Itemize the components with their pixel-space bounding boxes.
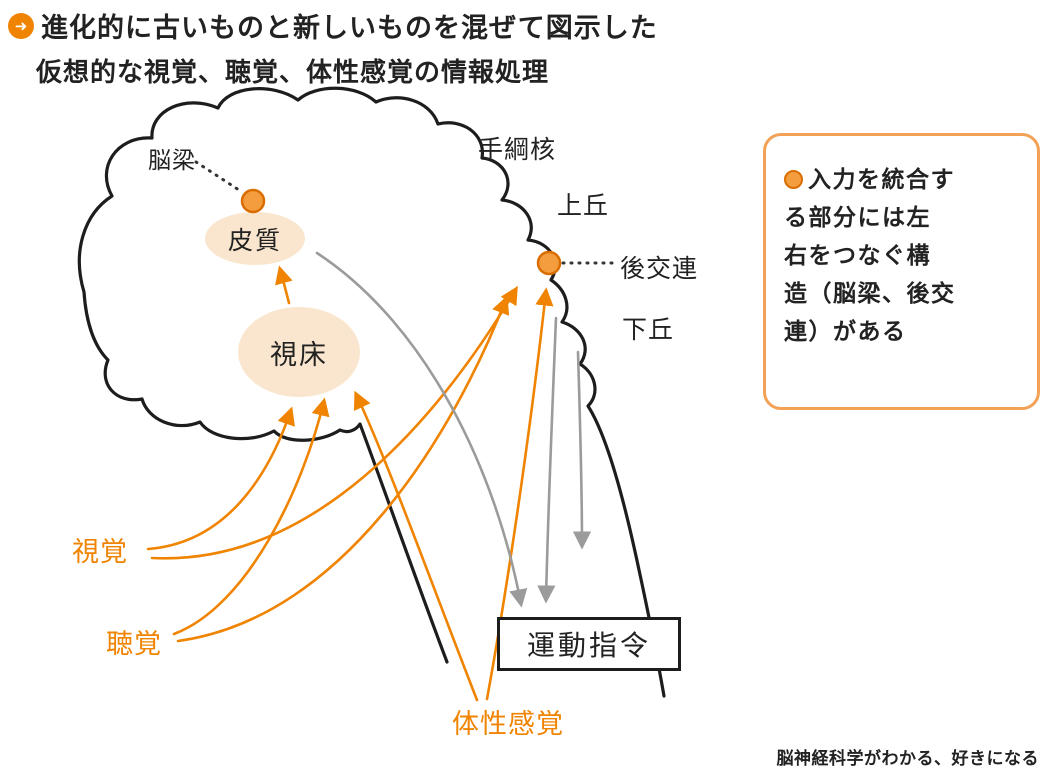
thalamus-to-cortex-arrow — [275, 265, 293, 305]
cortex-to-motor-arrow — [315, 251, 528, 608]
motor-output-arrows — [315, 251, 592, 608]
posterior-commissure-label: 後交連 — [620, 255, 699, 283]
diagram-title: ➜ 進化的に古いものと新しいものを混ぜて図示した — [8, 6, 658, 45]
inferior-colliculus-label: 下丘 — [622, 316, 675, 344]
corpus-callosum-label: 脳梁 — [148, 147, 196, 173]
motor-command-label: 運動指令 — [526, 630, 651, 661]
note-line: る部分には左 — [784, 204, 931, 230]
thalamus-ellipse: 視床 — [238, 307, 360, 397]
title-line1: 進化的に古いものと新しいものを混ぜて図示した — [41, 13, 658, 43]
somatosensation-label: 体性感覚 — [452, 709, 564, 739]
cortex-label: 皮質 — [227, 226, 282, 255]
colliculus-to-motor-arrow — [537, 316, 558, 604]
vision-to-thalamus-arrow — [146, 406, 295, 551]
note-line: 連）がある — [784, 318, 907, 344]
habenula-label: 手綱核 — [478, 136, 557, 164]
note-box: 入力を統合す る部分には左 右をつなぐ構 造（脳梁、後交 連）がある — [763, 133, 1040, 410]
source-credit: 脳神経科学がわかる、好きになる — [776, 749, 1039, 768]
somatosensation-to-thalamus-arrow — [353, 390, 479, 702]
motor-command-box: 運動指令 — [497, 617, 681, 671]
note-line: 右をつなぐ構 — [784, 242, 931, 268]
note-line: 入力を統合す — [784, 160, 1021, 198]
posterior-commissure-dot — [536, 250, 562, 276]
integration-dot-icon — [784, 170, 803, 189]
brain-outline — [77, 86, 666, 698]
cortex-ellipse: 皮質 — [205, 212, 305, 265]
corpus-callosum-dot — [240, 188, 266, 214]
vision-label: 視覚 — [72, 537, 128, 567]
corpus-callosum-leader-line — [194, 160, 244, 194]
title-line2: 仮想的な視覚、聴覚、体性感覚の情報処理 — [36, 57, 550, 87]
thalamus-label: 視床 — [270, 339, 328, 370]
note-line: 造（脳梁、後交 — [784, 280, 956, 306]
audition-label: 聴覚 — [106, 629, 162, 659]
arrow-icon: ➜ — [8, 12, 34, 39]
inferior-colliculus-to-motor-arrow — [572, 350, 592, 550]
superior-colliculus-label: 上丘 — [557, 192, 610, 220]
note-text: 入力を統合す — [808, 166, 955, 192]
audition-to-thalamus-arrow — [172, 397, 330, 636]
